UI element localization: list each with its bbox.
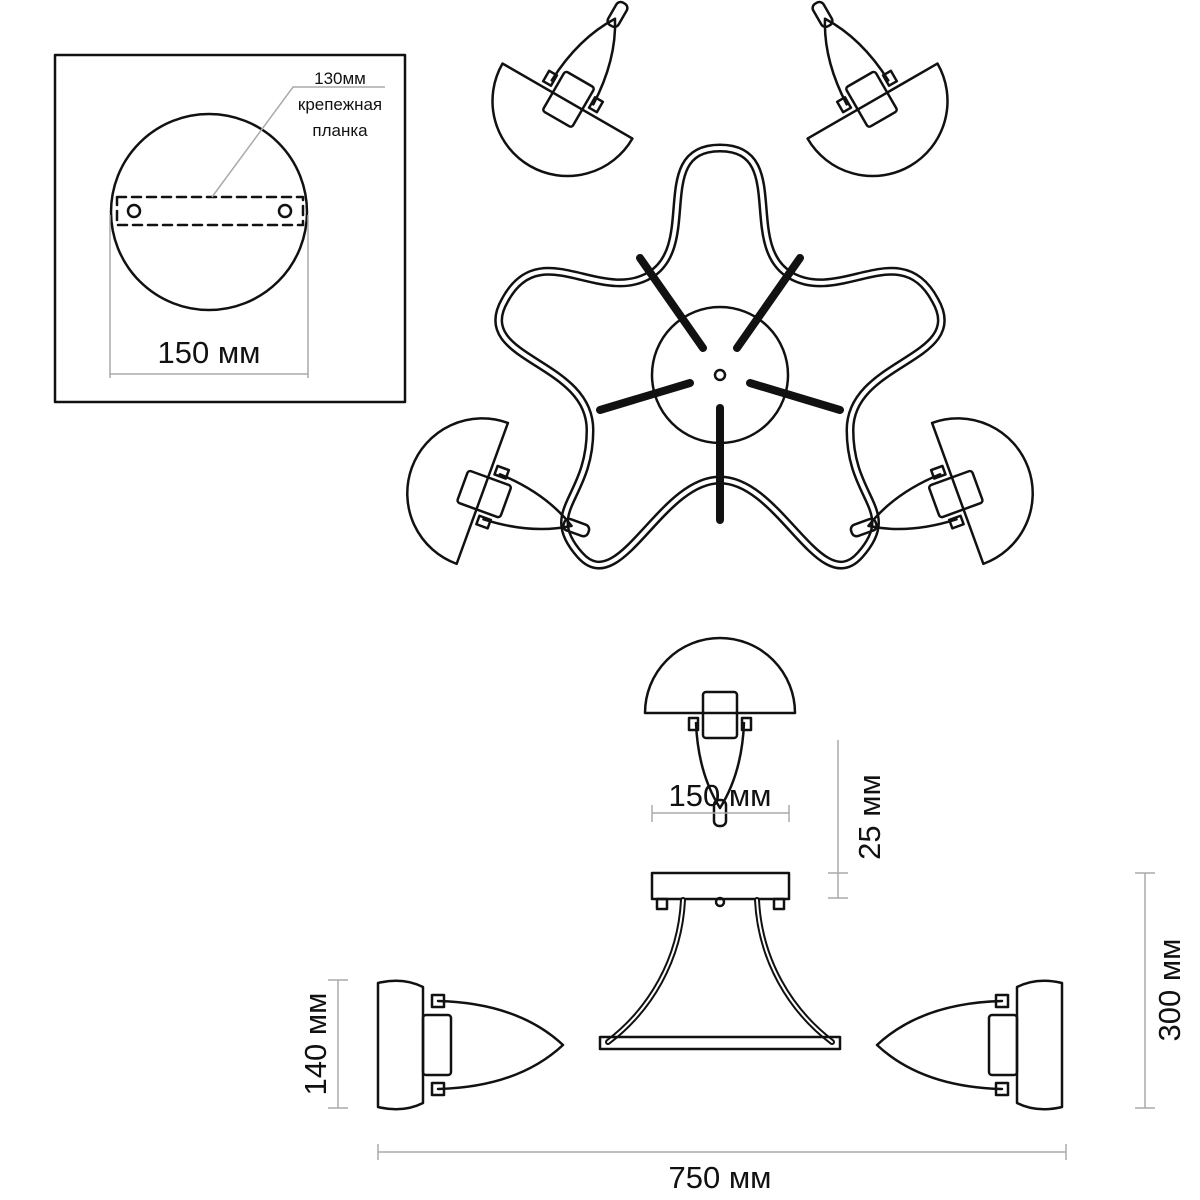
shade-height-label: 140 мм	[298, 993, 333, 1096]
dimension-shade-height: 140 мм	[298, 979, 348, 1109]
canopy-circle	[109, 112, 309, 312]
dimension-canopy-height: 25 мм	[828, 740, 887, 899]
stem-left	[605, 897, 686, 1045]
inset-frame	[53, 53, 407, 404]
total-width-label: 750 мм	[669, 1160, 772, 1195]
shade-top-left	[384, 396, 616, 604]
lamp-top-view	[384, 0, 1056, 828]
dimension-total-height: 300 мм	[1135, 872, 1187, 1109]
callout-leader	[211, 86, 385, 198]
shade-top-upper-left	[463, 0, 691, 205]
canopy-side	[650, 871, 791, 901]
lamp-side-view	[376, 871, 1064, 1111]
stem-right	[754, 897, 835, 1045]
mounting-plate-inset: 130мм крепежная планка 150 мм	[53, 53, 407, 404]
total-height-label: 300 мм	[1152, 939, 1187, 1042]
canopy-center-screw	[713, 368, 727, 382]
callout-line2: планка	[312, 121, 368, 140]
arm-bars	[596, 254, 844, 524]
crossbar	[598, 1035, 842, 1051]
callout-line1: крепежная	[298, 95, 382, 114]
shade-top-right	[824, 396, 1056, 604]
callout-size: 130мм	[314, 69, 366, 88]
canopy-width-label: 150 мм	[669, 778, 772, 813]
mounting-hole-right	[277, 203, 293, 219]
shade-top-upper-right	[749, 0, 977, 205]
mounting-bar-dashed	[115, 195, 305, 227]
diameter-label: 150 мм	[158, 335, 261, 370]
shade-side-right	[875, 979, 1064, 1111]
canopy-height-label: 25 мм	[852, 774, 887, 860]
dimension-total-width: 750 мм	[377, 1144, 1067, 1195]
dimension-canopy-width: 150 мм	[651, 778, 790, 822]
shade-side-left	[376, 979, 565, 1111]
mounting-hole-left	[126, 203, 142, 219]
